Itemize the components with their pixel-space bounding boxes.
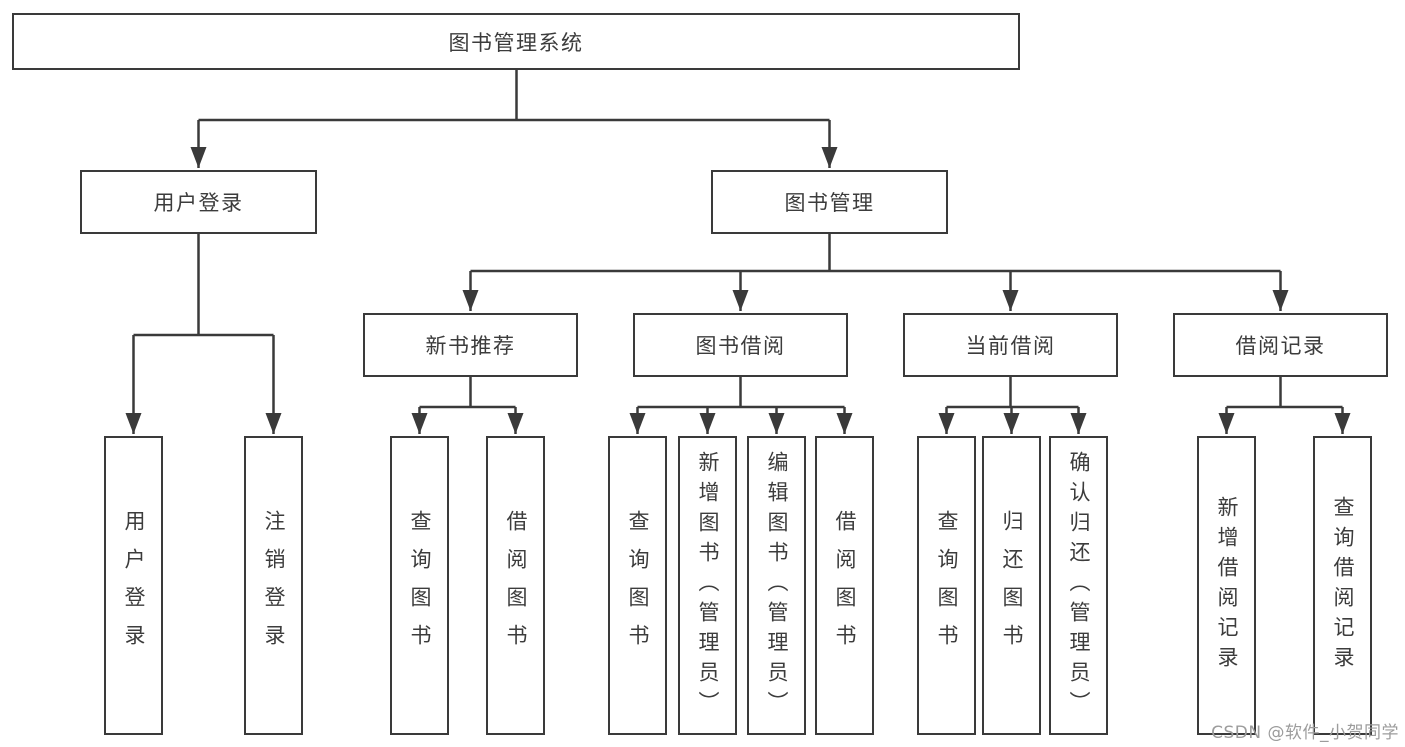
node-leaf-borrow-books-2-label: 借阅图书 xyxy=(833,509,857,662)
node-user-login-label: 用户登录 xyxy=(153,191,244,215)
node-leaf-user-login: 用户登录 xyxy=(104,436,163,735)
node-leaf-return-books: 归还图书 xyxy=(982,436,1041,735)
node-leaf-query-borrow-record: 查询借阅记录 xyxy=(1313,436,1372,735)
node-leaf-edit-books-admin-label: 编辑图书（管理员） xyxy=(765,450,789,721)
node-leaf-return-books-label: 归还图书 xyxy=(1000,509,1024,662)
node-leaf-query-borrow-record-label: 查询借阅记录 xyxy=(1331,495,1355,676)
node-leaf-add-books-admin: 新增图书（管理员） xyxy=(678,436,737,735)
node-book-management-label: 图书管理 xyxy=(784,191,875,215)
node-leaf-borrow-books-1-label: 借阅图书 xyxy=(504,509,528,662)
node-book-borrowing-label: 图书借阅 xyxy=(695,334,786,358)
node-leaf-add-borrow-record: 新增借阅记录 xyxy=(1197,436,1256,735)
node-current-borrowing-label: 当前借阅 xyxy=(965,334,1056,358)
node-leaf-borrow-books-1: 借阅图书 xyxy=(486,436,545,735)
node-leaf-query-books-3-label: 查询图书 xyxy=(935,509,959,662)
node-user-login: 用户登录 xyxy=(80,170,317,234)
node-borrowing-records-label: 借阅记录 xyxy=(1235,334,1326,358)
node-book-borrowing: 图书借阅 xyxy=(633,313,848,377)
node-leaf-logout-label: 注销登录 xyxy=(262,509,286,662)
node-leaf-edit-books-admin: 编辑图书（管理员） xyxy=(747,436,806,735)
node-leaf-query-books-3: 查询图书 xyxy=(917,436,976,735)
node-leaf-borrow-books-2: 借阅图书 xyxy=(815,436,874,735)
node-root-label: 图书管理系统 xyxy=(448,30,584,55)
node-current-borrowing: 当前借阅 xyxy=(903,313,1118,377)
node-leaf-user-login-label: 用户登录 xyxy=(122,509,146,662)
node-leaf-confirm-return-admin-label: 确认归还（管理员） xyxy=(1067,450,1091,721)
node-new-book-recommendation-label: 新书推荐 xyxy=(425,334,516,358)
node-leaf-query-books-2: 查询图书 xyxy=(608,436,667,735)
node-root: 图书管理系统 xyxy=(12,13,1020,70)
watermark-text: CSDN @软件_小贺同学 xyxy=(1211,723,1399,743)
node-leaf-logout: 注销登录 xyxy=(244,436,303,735)
node-leaf-add-books-admin-label: 新增图书（管理员） xyxy=(696,450,720,721)
node-leaf-query-books-1-label: 查询图书 xyxy=(408,509,432,662)
node-leaf-add-borrow-record-label: 新增借阅记录 xyxy=(1215,495,1239,676)
node-borrowing-records: 借阅记录 xyxy=(1173,313,1388,377)
node-leaf-query-books-2-label: 查询图书 xyxy=(626,509,650,662)
node-leaf-query-books-1: 查询图书 xyxy=(390,436,449,735)
node-new-book-recommendation: 新书推荐 xyxy=(363,313,578,377)
node-book-management: 图书管理 xyxy=(711,170,948,234)
node-leaf-confirm-return-admin: 确认归还（管理员） xyxy=(1049,436,1108,735)
